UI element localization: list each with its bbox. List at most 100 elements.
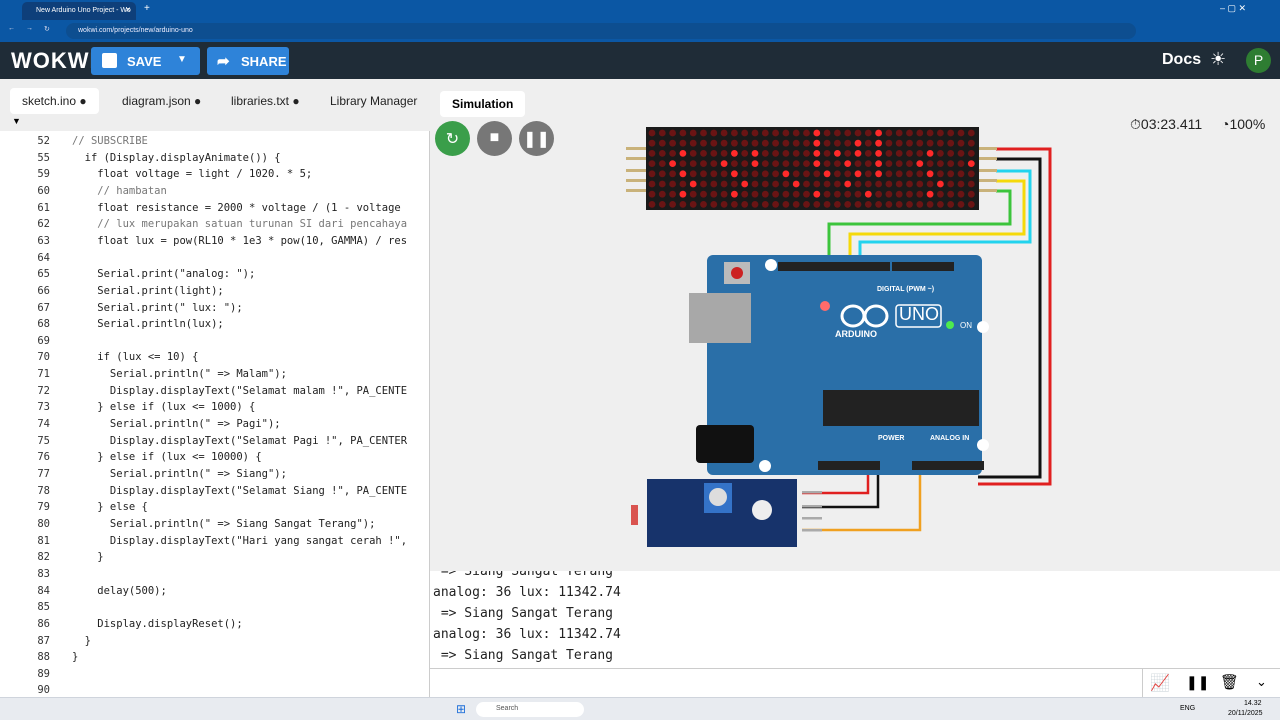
led-dot — [689, 139, 697, 147]
trash-icon[interactable]: 🗑 — [1220, 674, 1240, 691]
led-dot — [916, 160, 924, 167]
code-line[interactable]: float lux = pow(RL10 * 1e3 * pow(10, GAM… — [72, 234, 408, 247]
led-dot — [813, 170, 821, 178]
line-number: 79 — [37, 501, 50, 514]
plotter-icon[interactable]: 📈 — [1150, 675, 1170, 692]
wokwi-logo[interactable]: WOKWI — [11, 48, 97, 73]
code-line[interactable]: Display.displayText("Selamat malam !", P… — [72, 384, 408, 397]
led-dot — [906, 150, 913, 157]
sun-icon[interactable]: ☀ — [1210, 49, 1227, 69]
serial-input-bar[interactable]: 📈 ❚❚ 🗑 ⌄ — [430, 668, 1280, 697]
led-dot — [741, 139, 749, 147]
restart-button[interactable]: ↻ — [435, 121, 470, 156]
led-dot — [916, 139, 924, 147]
led-dot — [679, 129, 687, 137]
code-line[interactable]: Serial.print(" lux: "); — [72, 301, 243, 314]
led-dot — [875, 201, 882, 208]
led-dot — [648, 190, 656, 198]
led-dot — [700, 180, 707, 188]
code-line[interactable]: if (lux <= 10) { — [72, 351, 199, 364]
circuit-canvas[interactable] — [430, 79, 1280, 571]
led-dot — [710, 180, 718, 188]
url-field[interactable]: wokwi.com/projects/new/arduino-uno — [66, 23, 1136, 39]
tab-sketch[interactable]: sketch.ino ● — [10, 88, 99, 114]
speed-value: 100% — [1229, 116, 1266, 132]
code-line[interactable]: Serial.print(light); — [72, 284, 224, 297]
led-dot — [864, 170, 872, 178]
save-button[interactable]: SAVE ▼ — [91, 47, 200, 75]
windows-start-icon[interactable]: ⊞ — [456, 702, 467, 716]
tab-simulation[interactable]: Simulation — [440, 91, 526, 117]
led-dot — [844, 139, 852, 147]
code-line[interactable]: // SUBSCRIBE — [72, 135, 148, 147]
address-bar-row: ← → ↻ wokwi.com/projects/new/arduino-uno — [0, 20, 1280, 42]
code-line[interactable]: Display.displayText("Selamat Pagi !", PA… — [72, 434, 408, 447]
code-line[interactable]: Serial.print("analog: "); — [72, 268, 256, 281]
tab-diagram[interactable]: diagram.json ● — [122, 94, 202, 108]
code-line[interactable]: } — [72, 634, 91, 647]
led-dot — [710, 201, 718, 208]
led-dot — [658, 129, 666, 137]
code-line[interactable]: Display.displayReset(); — [72, 617, 243, 630]
back-icon[interactable]: ← — [8, 25, 15, 32]
chevron-down-icon[interactable]: ▼ — [177, 54, 187, 65]
led-dot — [658, 160, 666, 167]
code-line[interactable]: Serial.println(" => Siang Sangat Terang"… — [72, 517, 376, 530]
led-dot — [957, 129, 965, 137]
code-line[interactable]: if (Display.displayAnimate()) { — [72, 151, 281, 164]
share-button[interactable]: ➦ SHARE — [207, 47, 289, 75]
code-line[interactable]: float resistance = 2000 * voltage / (1 -… — [72, 201, 401, 214]
led-dot — [854, 139, 862, 147]
line-number: 81 — [37, 534, 50, 547]
code-line[interactable]: float voltage = light / 1020. * 5; — [72, 168, 313, 181]
led-dot — [669, 150, 676, 157]
chevron-down-icon[interactable]: ⌄ — [1256, 674, 1267, 689]
code-line[interactable]: } — [72, 651, 79, 664]
chevron-down-icon[interactable]: ▼ — [12, 116, 21, 126]
tab-label: libraries.txt — [231, 94, 290, 108]
led-dot — [823, 180, 831, 188]
browser-tab[interactable]: New Arduino Uno Project - Wo ✕ — [22, 2, 136, 20]
new-tab-icon[interactable]: + — [144, 3, 150, 14]
stop-button[interactable]: ■ — [477, 121, 512, 156]
code-line[interactable]: Serial.println(" => Malam"); — [72, 368, 287, 381]
window-controls[interactable]: – ▢ ✕ — [1220, 3, 1247, 13]
led-dot — [689, 160, 697, 167]
led-dot — [658, 180, 666, 188]
reload-icon[interactable]: ↻ — [44, 26, 50, 33]
code-line[interactable]: } else if (lux <= 1000) { — [72, 401, 256, 414]
code-line[interactable]: } — [72, 551, 104, 564]
docs-link[interactable]: Docs — [1162, 51, 1202, 68]
code-line[interactable]: Serial.println(" => Pagi"); — [72, 418, 281, 431]
led-dot — [648, 129, 656, 137]
led-dot — [937, 139, 944, 147]
forward-icon[interactable]: → — [26, 25, 33, 32]
led-dot — [803, 129, 810, 137]
led-dot — [906, 170, 913, 178]
code-line[interactable]: delay(500); — [72, 584, 167, 597]
timer-icon: ⏱ — [1130, 116, 1141, 132]
avatar[interactable]: P — [1246, 48, 1271, 73]
led-dot — [957, 139, 965, 147]
tab-library-manager[interactable]: Library Manager — [330, 94, 418, 108]
led-dot — [875, 129, 882, 137]
serial-line: analog: 36 lux: 11342.74 — [433, 627, 621, 642]
taskbar-search[interactable]: Search — [476, 702, 584, 717]
share-icon: ➦ — [217, 53, 230, 70]
pause-icon[interactable]: ❚❚ — [1186, 674, 1210, 690]
code-line[interactable]: Serial.println(lux); — [72, 318, 224, 331]
code-line[interactable]: Display.displayText("Selamat Siang !", P… — [72, 484, 408, 497]
line-number: 52 — [37, 135, 50, 147]
code-line[interactable]: } else { — [72, 501, 148, 514]
tab-libraries[interactable]: libraries.txt ● — [231, 94, 300, 108]
code-line[interactable]: // lux merupakan satuan turunan SI dari … — [72, 218, 408, 231]
code-line[interactable]: Display.displayText("Hari yang sangat ce… — [72, 534, 408, 547]
arduino-label: ARDUINO — [835, 329, 877, 339]
code-line[interactable]: } else if (lux <= 10000) { — [72, 451, 262, 464]
led-dot — [875, 139, 882, 147]
code-line[interactable]: Serial.println(" => Siang"); — [72, 468, 287, 480]
close-icon[interactable]: ✕ — [125, 7, 131, 14]
pause-button[interactable]: ❚❚ — [519, 121, 554, 156]
code-line[interactable]: // hambatan — [72, 184, 167, 197]
